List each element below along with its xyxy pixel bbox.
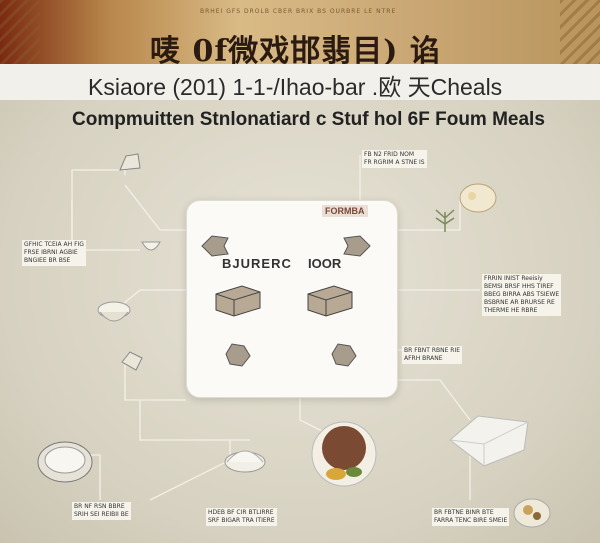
label-left-mid: GFHIC TCEIA AH FIG FRSE IBRNI AGBIE BNGI… xyxy=(22,240,86,266)
bread-icon xyxy=(459,183,497,213)
grain-piece-icon xyxy=(121,351,143,371)
rice-bowl-icon xyxy=(97,301,131,322)
label-bottom-right: BR FBTNE BINR BTE FARRA TENC BIRE SMEIE xyxy=(432,508,510,526)
dish-plate-icon xyxy=(37,441,93,483)
chevron-right-icon xyxy=(343,235,371,257)
banner-decoration-left xyxy=(0,0,40,64)
subtitle: Ksiaore (201) 1-1-/Ihao-bar .欧 天Cheals xyxy=(88,74,503,100)
rice-mound-icon xyxy=(224,450,266,473)
header-banner: BRHEI GFS DROLB CBER BRIX BS OURBRE LE N… xyxy=(0,0,600,64)
food-closeup-icon xyxy=(311,421,377,487)
shape-bottom-left-icon xyxy=(225,343,251,367)
rice-block-icon xyxy=(449,415,529,467)
food-piece-icon xyxy=(119,153,141,171)
label-bottom-left: BR NF RSN BBRE SRIH SEI REIBII BE xyxy=(72,502,131,520)
machine-right-icon xyxy=(307,285,353,317)
main-title: Compmuitten Stnlonatiard c Stuf hol 6F F… xyxy=(72,109,545,130)
meal-plate-icon xyxy=(513,498,551,528)
center-label-left: BJURERC xyxy=(222,256,292,271)
herb-sprig-icon xyxy=(435,209,455,232)
banner-decoration-right xyxy=(560,0,600,64)
machine-left-icon xyxy=(215,285,261,317)
label-top-right: FB N2 FRID NOM FR RGRIM A STNE IS xyxy=(362,150,427,168)
subtitle-bar: Ksiaore (201) 1-1-/Ihao-bar .欧 天Cheals xyxy=(0,64,600,101)
label-bottom-mid: HDEB BF CIR BTLIRRE SRF BIGAR TRA ITIERE xyxy=(206,508,277,526)
label-right-mid-2: BR FBNT RBNE RIE AFRH BRANE xyxy=(402,346,463,364)
small-bowl-icon xyxy=(141,241,161,251)
chevron-left-icon xyxy=(201,235,229,257)
banner-title: 唛 0f微戏邯翡目) 谄 xyxy=(150,34,441,64)
banner-strip-text: BRHEI GFS DROLB CBER BRIX BS OURBRE LE N… xyxy=(200,8,397,15)
center-tag: FORMBA xyxy=(322,205,368,217)
shape-bottom-right-icon xyxy=(331,343,357,367)
center-label-right: IOOR xyxy=(308,256,342,271)
label-right-mid: FRRIN INIST Reeisiy BEMSI BRSF HHS TIREF… xyxy=(482,274,562,316)
